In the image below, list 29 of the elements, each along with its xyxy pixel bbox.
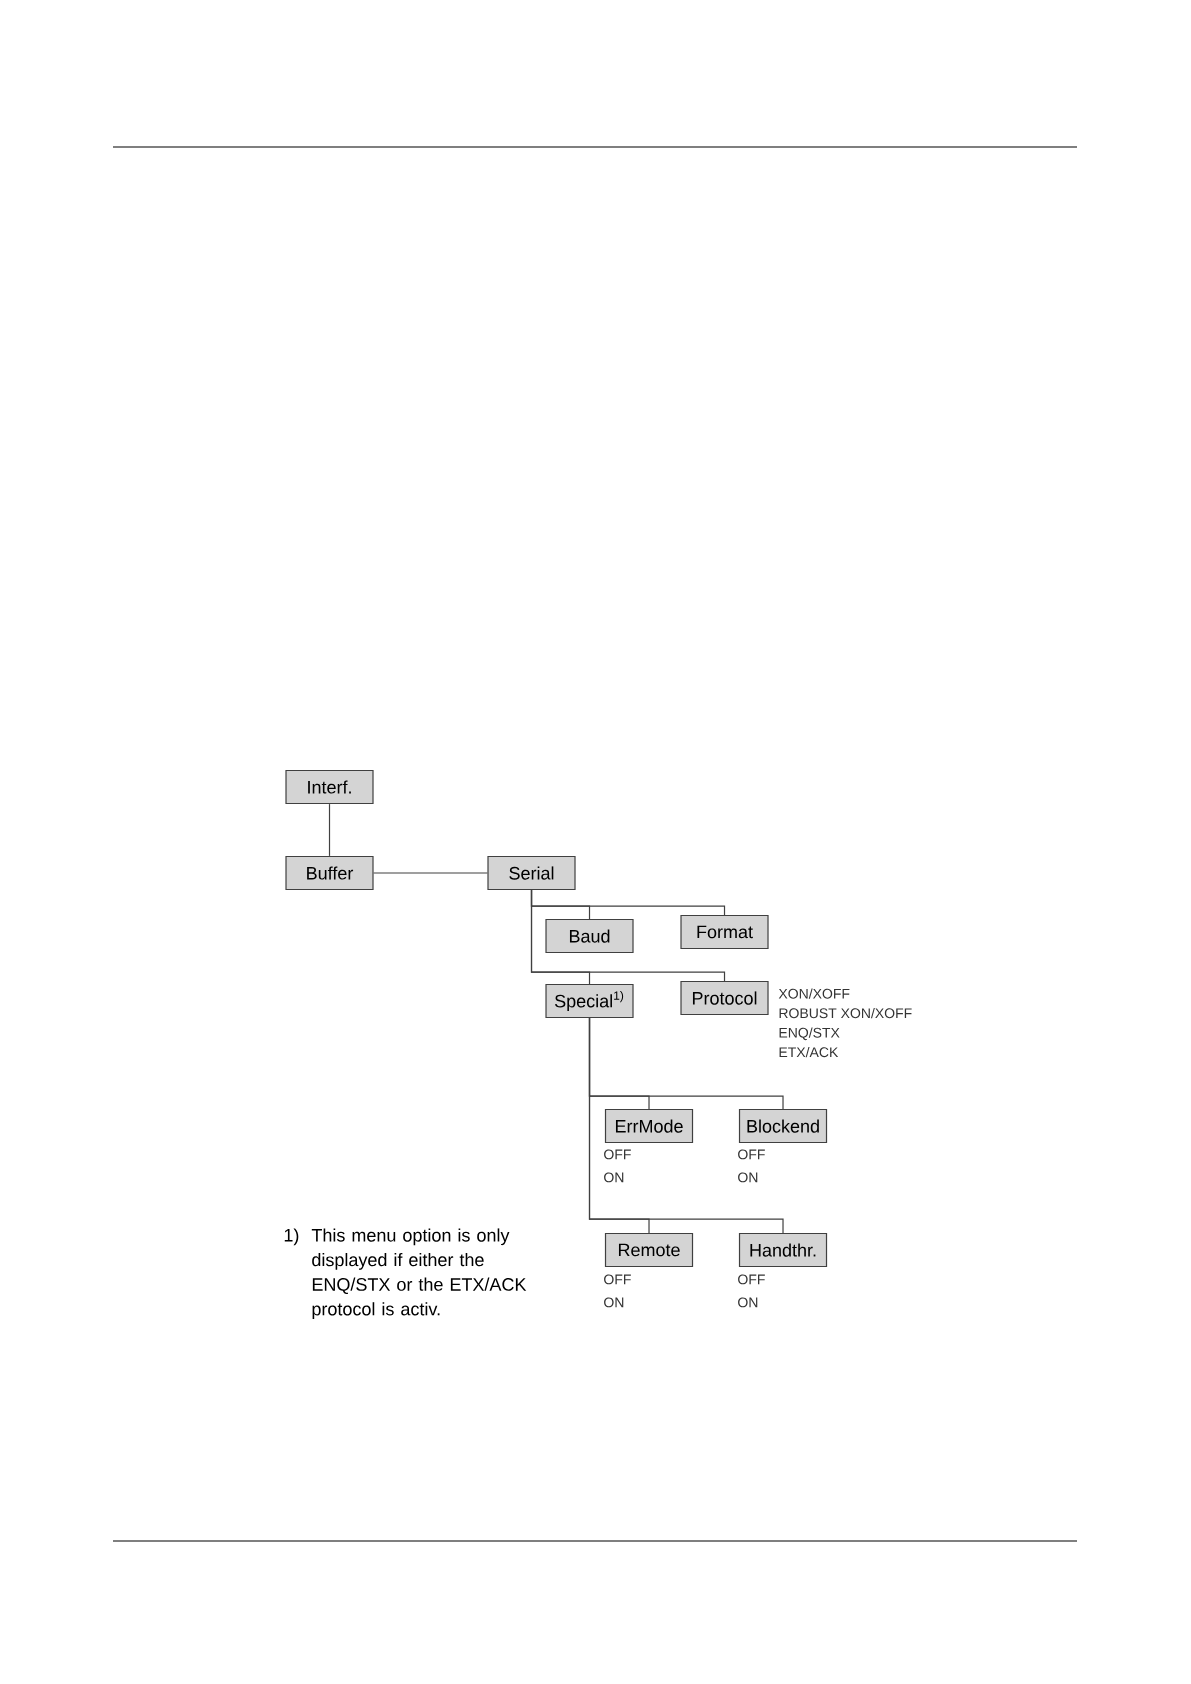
menu-box: Serial: [487, 855, 576, 891]
menu-box: ErrMode: [604, 1108, 694, 1144]
option-text: OFF: [738, 1149, 765, 1160]
connector-line: [588, 1017, 784, 1234]
option-text: ROBUST XON/XOFF: [779, 1007, 912, 1019]
menu-box: Handthr.: [738, 1232, 828, 1268]
option-text: OFF: [738, 1274, 765, 1285]
option-text: OFF: [604, 1274, 631, 1285]
menu-box: Blockend: [738, 1108, 828, 1144]
option-text: ON: [738, 1297, 758, 1308]
menu-box: Special$^{1)}$: [545, 983, 634, 1019]
menu-box: Format: [680, 914, 769, 950]
footnote-text: This menu option is only displayed if either the ENQ/STX or the ETX/ACK protocol is activ.: [311, 1228, 527, 1319]
option-text: ON: [604, 1172, 624, 1183]
footnote-number: 1): [284, 1228, 299, 1246]
option-text: XON/XOFF: [778, 988, 850, 999]
connector-line: [328, 803, 331, 857]
option-text: ETX/ACK: [779, 1046, 839, 1058]
option-text: ENQ/STX: [779, 1027, 840, 1041]
option-text: OFF: [604, 1149, 631, 1160]
menu-box: Buffer: [285, 855, 374, 891]
menu-box: Protocol: [680, 980, 769, 1016]
menu-box: Interf.: [285, 769, 374, 805]
connector-line: [373, 872, 488, 874]
menu-box: Remote: [604, 1232, 694, 1268]
menu-box: Baud: [545, 918, 634, 954]
option-text: ON: [604, 1297, 624, 1308]
connector-line: [530, 889, 726, 982]
option-text: ON: [738, 1172, 758, 1183]
